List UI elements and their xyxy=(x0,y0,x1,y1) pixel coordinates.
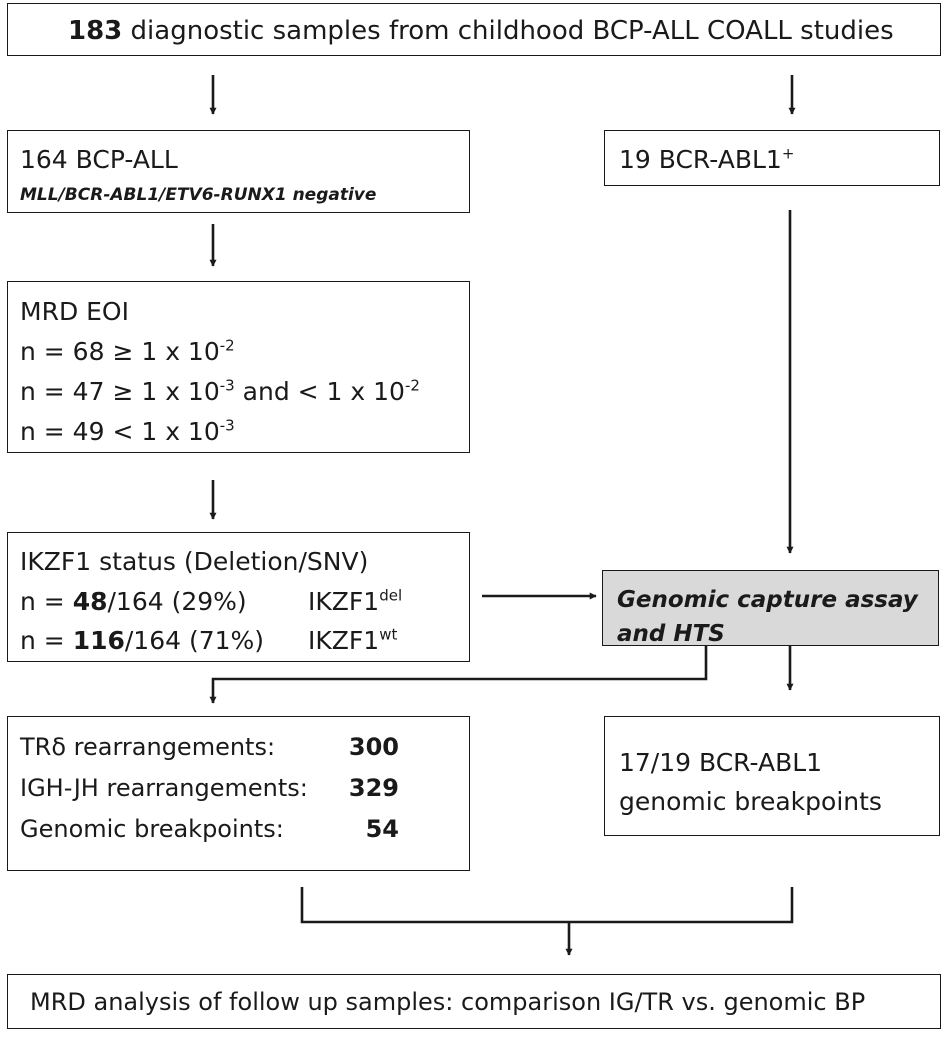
mrd-line-3: n = 49 < 1 x 10-3 xyxy=(20,416,235,446)
bcp-all-title: 164 BCP-ALL xyxy=(20,145,178,174)
top-label: diagnostic samples from childhood BCP-AL… xyxy=(130,16,894,46)
rearr-label-igh: IGH-JH rearrangements: xyxy=(20,774,308,802)
capture-assay-box: Genomic capture assay and HTS xyxy=(602,570,939,646)
bcp-all-box: 164 BCP-ALL MLL/BCR-ABL1/ETV6-RUNX1 nega… xyxy=(7,130,470,213)
bcr-abl1-text: 19 BCR-ABL1+ xyxy=(619,144,795,174)
arrow-capture-to-rearr xyxy=(209,646,708,704)
ikzf1-row-wt-count: 116 xyxy=(72,626,125,655)
bottom-box: MRD analysis of follow up samples: compa… xyxy=(7,974,941,1029)
rearr-value-igh: 329 xyxy=(348,774,399,802)
capture-line-1: Genomic capture assay xyxy=(617,587,918,613)
ikzf1-row-wt-pre: n = xyxy=(20,626,73,655)
ikzf1-row-del: n = 48/164 (29%) xyxy=(20,589,247,614)
ikzf1-wt-sup: wt xyxy=(379,625,398,644)
rearr-label-bp: Genomic breakpoints: xyxy=(20,815,284,843)
ikzf1-status-box: IKZF1 status (Deletion/SNV) n = 48/164 (… xyxy=(7,532,470,662)
top-count: 183 xyxy=(68,16,123,46)
bcrbp-line-2: genomic breakpoints xyxy=(619,787,882,816)
mrd-line-1-exp: -2 xyxy=(219,336,235,355)
mrd-line-2: n = 47 ≥ 1 x 10-3 and < 1 x 10-2 xyxy=(20,376,420,406)
bottom-text: MRD analysis of follow up samples: compa… xyxy=(30,988,866,1016)
ikzf1-wt-label: IKZF1wt xyxy=(308,625,398,655)
mrd-title: MRD EOI xyxy=(20,297,129,326)
ikzf1-row-del-post: /164 (29%) xyxy=(107,587,247,616)
capture-line-2: and HTS xyxy=(617,621,725,647)
rearr-value-bp: 54 xyxy=(365,815,399,843)
top-text: 183 diagnostic samples from childhood BC… xyxy=(68,18,894,44)
mrd-line-2-text-b: and < 1 x 10 xyxy=(234,377,405,406)
mrd-eoi-box: MRD EOI n = 68 ≥ 1 x 10-2 n = 47 ≥ 1 x 1… xyxy=(7,281,470,453)
ikzf1-title: IKZF1 status (Deletion/SNV) xyxy=(20,547,369,576)
bcr-abl1-box: 19 BCR-ABL1+ xyxy=(604,130,940,186)
mrd-line-3-exp: -3 xyxy=(219,416,235,435)
rearr-value-trd: 300 xyxy=(348,733,399,761)
bcp-all-subtitle: MLL/BCR-ABL1/ETV6-RUNX1 negative xyxy=(20,185,377,205)
mrd-line-2-exp-b: -2 xyxy=(404,376,420,395)
mrd-line-2-exp: -3 xyxy=(219,376,235,395)
ikzf1-wt-gene: IKZF1 xyxy=(308,626,380,655)
bcr-abl1-label: 19 BCR-ABL1 xyxy=(619,145,782,174)
rearrangements-box: TRδ rearrangements: 300 IGH-JH rearrange… xyxy=(7,716,470,871)
mrd-line-1: n = 68 ≥ 1 x 10-2 xyxy=(20,336,235,366)
bcr-abl1-breakpoints-box: 17/19 BCR-ABL1 genomic breakpoints xyxy=(604,716,940,836)
rearr-label-trd: TRδ rearrangements: xyxy=(20,733,276,761)
mrd-line-1-text: n = 68 ≥ 1 x 10 xyxy=(20,337,220,366)
ikzf1-row-wt-post: /164 (71%) xyxy=(124,626,265,655)
bcr-abl1-sup: + xyxy=(781,144,795,163)
merge-bracket xyxy=(300,887,794,924)
mrd-line-2-text: n = 47 ≥ 1 x 10 xyxy=(20,377,220,406)
ikzf1-row-del-pre: n = xyxy=(20,587,73,616)
bcrbp-line-1: 17/19 BCR-ABL1 xyxy=(619,748,823,777)
ikzf1-del-gene: IKZF1 xyxy=(308,587,380,616)
mrd-line-3-text: n = 49 < 1 x 10 xyxy=(20,417,220,446)
ikzf1-del-sup: del xyxy=(379,586,403,605)
ikzf1-row-del-count: 48 xyxy=(72,587,108,616)
top-box: 183 diagnostic samples from childhood BC… xyxy=(7,3,941,56)
ikzf1-del-label: IKZF1del xyxy=(308,586,403,616)
ikzf1-row-wt: n = 116/164 (71%) xyxy=(20,628,264,653)
